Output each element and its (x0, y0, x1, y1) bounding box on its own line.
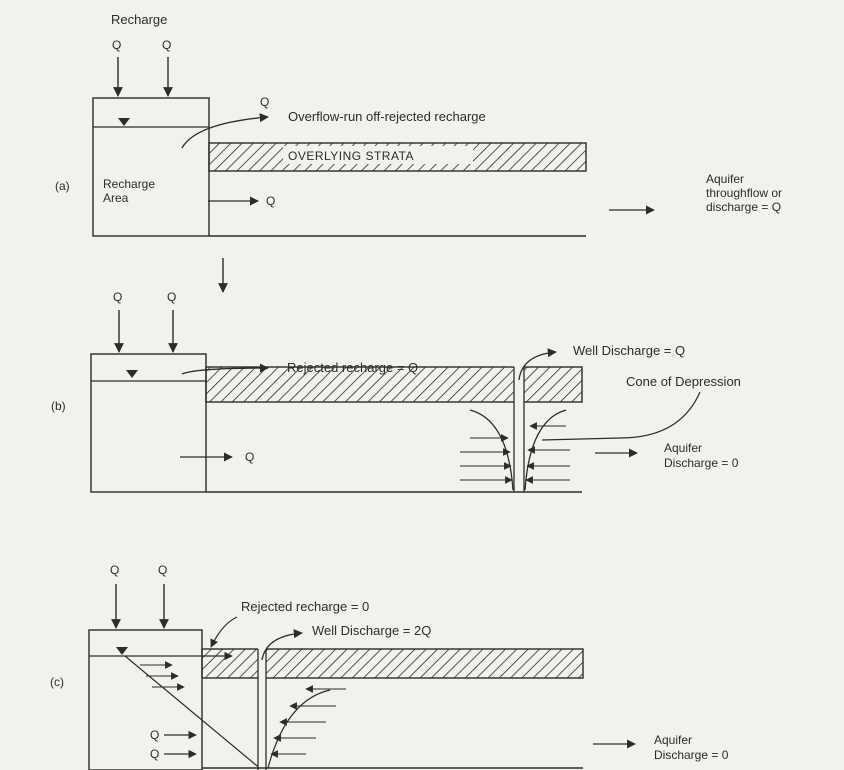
water-table-icon (116, 647, 128, 655)
recharge-q-label: Q (110, 563, 119, 577)
rejected-recharge-label: Rejected recharge = Q (287, 360, 418, 375)
panel-c-tag: (c) (50, 675, 64, 689)
discharge-label: Discharge = 0 (664, 456, 739, 470)
flow-q-label: Q (150, 728, 159, 742)
water-table-icon (126, 370, 138, 378)
recharge-title: Recharge (111, 12, 167, 27)
panel-c: (c) Q Q Rejected recharge = 0 Well Disch… (50, 563, 729, 770)
discharge-label: discharge = Q (706, 200, 781, 214)
well-discharge-label: Well Discharge = 2Q (312, 623, 431, 638)
flow-q-label: Q (245, 450, 254, 464)
recharge-area-box (89, 630, 202, 770)
panel-b-tag: (b) (51, 399, 66, 413)
recharge-q-label: Q (162, 38, 171, 52)
cone-depression-label: Cone of Depression (626, 374, 741, 389)
rejected-recharge-pointer (211, 617, 237, 647)
cone-curve-left (470, 410, 513, 490)
well-bore (514, 366, 524, 494)
panel-a: (a) Recharge Q Q OVERLYING STRATA Q Over… (55, 12, 782, 292)
overflow-q-label: Q (260, 95, 269, 109)
discharge-label: Aquifer (654, 733, 692, 747)
recharge-q-label: Q (113, 290, 122, 304)
recharge-area-box (91, 354, 206, 492)
water-table-icon (118, 118, 130, 126)
discharge-label: Aquifer (664, 441, 702, 455)
panel-b: (b) Q Q Rejected recharge = Q Well Disch… (51, 290, 741, 494)
recharge-area-label: Area (103, 191, 129, 205)
recharge-q-label: Q (112, 38, 121, 52)
discharge-label: Discharge = 0 (654, 748, 729, 762)
rejected-recharge-label: Rejected recharge = 0 (241, 599, 369, 614)
recharge-area-box (93, 98, 209, 236)
panel-a-tag: (a) (55, 179, 70, 193)
recharge-q-label: Q (158, 563, 167, 577)
flow-q-label: Q (266, 194, 275, 208)
flow-q-label: Q (150, 747, 159, 761)
discharge-label: Aquifer (706, 172, 744, 186)
discharge-label: throughflow or (706, 186, 782, 200)
well-bore (258, 648, 266, 770)
recharge-area-label: Recharge (103, 177, 155, 191)
strata-label: OVERLYING STRATA (288, 149, 414, 163)
recharge-q-label: Q (167, 290, 176, 304)
cone-curve-right (268, 690, 330, 768)
overflow-label: Overflow-run off-rejected recharge (288, 109, 486, 124)
well-discharge-label: Well Discharge = Q (573, 343, 685, 358)
